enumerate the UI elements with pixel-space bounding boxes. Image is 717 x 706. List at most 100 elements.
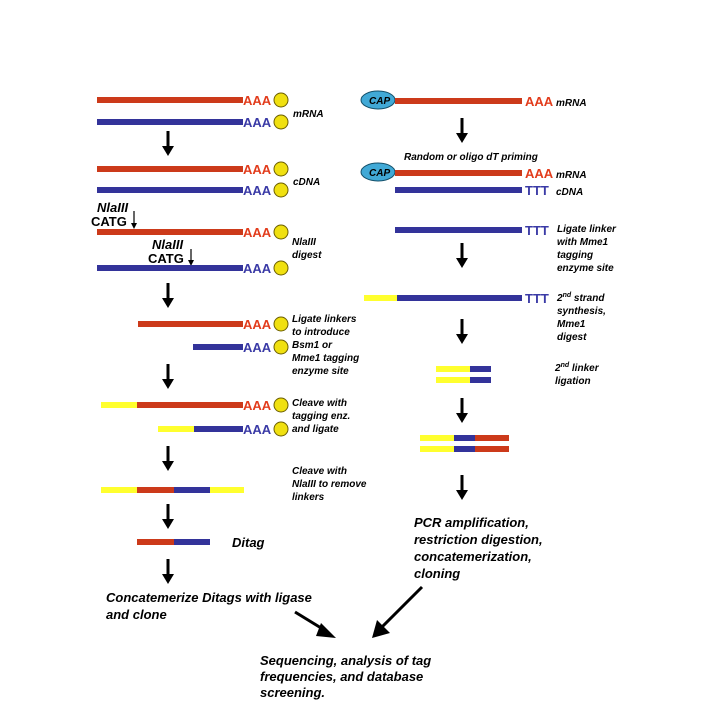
yellow-linker bbox=[210, 487, 244, 493]
blue-strand bbox=[454, 435, 475, 441]
yellow-linker bbox=[101, 487, 137, 493]
red-strand bbox=[475, 446, 509, 452]
left-step5-label: Cleave with tagging enz. and ligate bbox=[292, 398, 353, 435]
blue-strand bbox=[395, 187, 522, 193]
blue-strand bbox=[395, 227, 522, 233]
left-step6-cleave-nlaiii: Cleave with NlaIII to remove linkers bbox=[101, 466, 369, 503]
left-step3-nlaiii-digest: NlaIII CATG AAA NlaIII CATG AAA NlaIII d… bbox=[91, 200, 322, 276]
bead-icon bbox=[273, 421, 289, 437]
left-step4-label: Ligate linkers to introduce Bsm1 or Mme1… bbox=[292, 314, 362, 377]
red-strand bbox=[137, 402, 243, 408]
enzyme-label: NlaIII bbox=[152, 237, 183, 252]
yellow-linker bbox=[420, 435, 454, 441]
yellow-linker bbox=[364, 295, 397, 301]
red-strand bbox=[97, 229, 243, 235]
red-strand bbox=[475, 435, 509, 441]
right-step2-cdna-label: cDNA bbox=[556, 187, 583, 198]
bead-icon bbox=[273, 339, 289, 355]
cap-text: CAP bbox=[369, 96, 390, 107]
right-step2-mrna-cdna: CAP AAA mRNA TTT cDNA bbox=[360, 162, 587, 198]
bead-icon bbox=[273, 161, 289, 177]
right-step3-label: Ligate linker with Mme1 tagging enzyme s… bbox=[557, 224, 619, 274]
cut-arrow-icon bbox=[188, 260, 194, 266]
bead-icon bbox=[273, 182, 289, 198]
polyt-text: TTT bbox=[525, 291, 549, 306]
down-arrow bbox=[456, 319, 468, 344]
right-step1-label: mRNA bbox=[556, 98, 587, 109]
bead-icon bbox=[273, 316, 289, 332]
blue-strand bbox=[97, 119, 243, 125]
red-strand bbox=[395, 98, 522, 104]
polya-text: AAA bbox=[243, 115, 272, 130]
blue-strand bbox=[397, 295, 522, 301]
yellow-linker bbox=[420, 446, 454, 452]
final-label: Sequencing, analysis of tag frequencies,… bbox=[260, 653, 435, 700]
left-step4-ligate-linkers: AAA AAA Ligate linkers to introduce Bsm1… bbox=[138, 314, 362, 377]
red-strand bbox=[137, 539, 174, 545]
right-step6-ditags bbox=[420, 435, 509, 452]
left-step5-cleave-tagging: AAA AAA Cleave with tagging enz. and lig… bbox=[101, 397, 353, 437]
blue-strand bbox=[470, 377, 491, 383]
cap-text: CAP bbox=[369, 168, 390, 179]
polya-text: AAA bbox=[243, 93, 272, 108]
left-step2-label: cDNA bbox=[293, 177, 320, 188]
polya-text: AAA bbox=[243, 162, 272, 177]
bead-icon bbox=[273, 260, 289, 276]
yellow-linker bbox=[436, 366, 470, 372]
left-step7-ditag: Ditag bbox=[137, 535, 265, 550]
ditag-label: Ditag bbox=[232, 535, 265, 550]
bead-icon bbox=[273, 114, 289, 130]
down-arrow bbox=[456, 475, 468, 500]
down-arrow bbox=[456, 243, 468, 268]
red-strand bbox=[97, 166, 243, 172]
blue-strand bbox=[193, 344, 243, 350]
polyt-text: TTT bbox=[525, 183, 549, 198]
site-label: CATG bbox=[91, 214, 127, 229]
down-arrow bbox=[456, 398, 468, 423]
right-step5-second-linker: 2nd linker ligation bbox=[436, 362, 601, 387]
left-step2-cdna-pair: AAA AAA cDNA bbox=[97, 161, 320, 198]
down-arrow bbox=[162, 364, 174, 389]
enzyme-label: NlaIII bbox=[97, 200, 128, 215]
site-label: CATG bbox=[148, 251, 184, 266]
right-step4-second-strand: TTT 2nd strand synthesis, Mme1 digest bbox=[364, 291, 606, 343]
down-arrow bbox=[162, 131, 174, 156]
polya-text: AAA bbox=[243, 225, 272, 240]
red-strand bbox=[138, 321, 243, 327]
yellow-linker bbox=[436, 377, 470, 383]
down-arrow bbox=[162, 446, 174, 471]
right-step5-label: 2nd linker ligation bbox=[554, 362, 601, 387]
bead-icon bbox=[273, 397, 289, 413]
down-arrow bbox=[162, 504, 174, 529]
blue-strand bbox=[97, 187, 243, 193]
polya-text: AAA bbox=[243, 422, 272, 437]
right-priming-label: Random or oligo dT priming bbox=[404, 152, 538, 163]
down-arrow bbox=[456, 118, 468, 143]
blue-strand bbox=[454, 446, 475, 452]
right-pcr-label: PCR amplification, restriction digestion… bbox=[414, 515, 546, 581]
red-strand bbox=[395, 170, 522, 176]
polya-text: AAA bbox=[243, 261, 272, 276]
right-step1-cap-mrna: CAP AAA mRNA bbox=[360, 90, 587, 110]
blue-strand bbox=[174, 539, 210, 545]
red-strand bbox=[137, 487, 174, 493]
blue-strand bbox=[97, 265, 243, 271]
red-strand bbox=[97, 97, 243, 103]
yellow-linker bbox=[101, 402, 137, 408]
diagonal-arrow-right bbox=[372, 585, 424, 638]
left-step1-mrna-pair: AAA AAA mRNA bbox=[97, 92, 324, 130]
polya-text: AAA bbox=[525, 94, 554, 109]
blue-strand bbox=[194, 426, 243, 432]
left-concat-label: Concatemerize Ditags with ligase and clo… bbox=[106, 590, 316, 622]
diagonal-arrow-left bbox=[294, 610, 336, 638]
left-step1-label: mRNA bbox=[293, 109, 324, 120]
blue-strand bbox=[470, 366, 491, 372]
left-step3-label: NlaIII digest bbox=[292, 237, 322, 261]
polya-text: AAA bbox=[243, 183, 272, 198]
left-step6-label: Cleave with NlaIII to remove linkers bbox=[292, 466, 369, 503]
polya-text: AAA bbox=[243, 317, 272, 332]
yellow-linker bbox=[158, 426, 194, 432]
polya-text: AAA bbox=[243, 340, 272, 355]
down-arrow bbox=[162, 559, 174, 584]
